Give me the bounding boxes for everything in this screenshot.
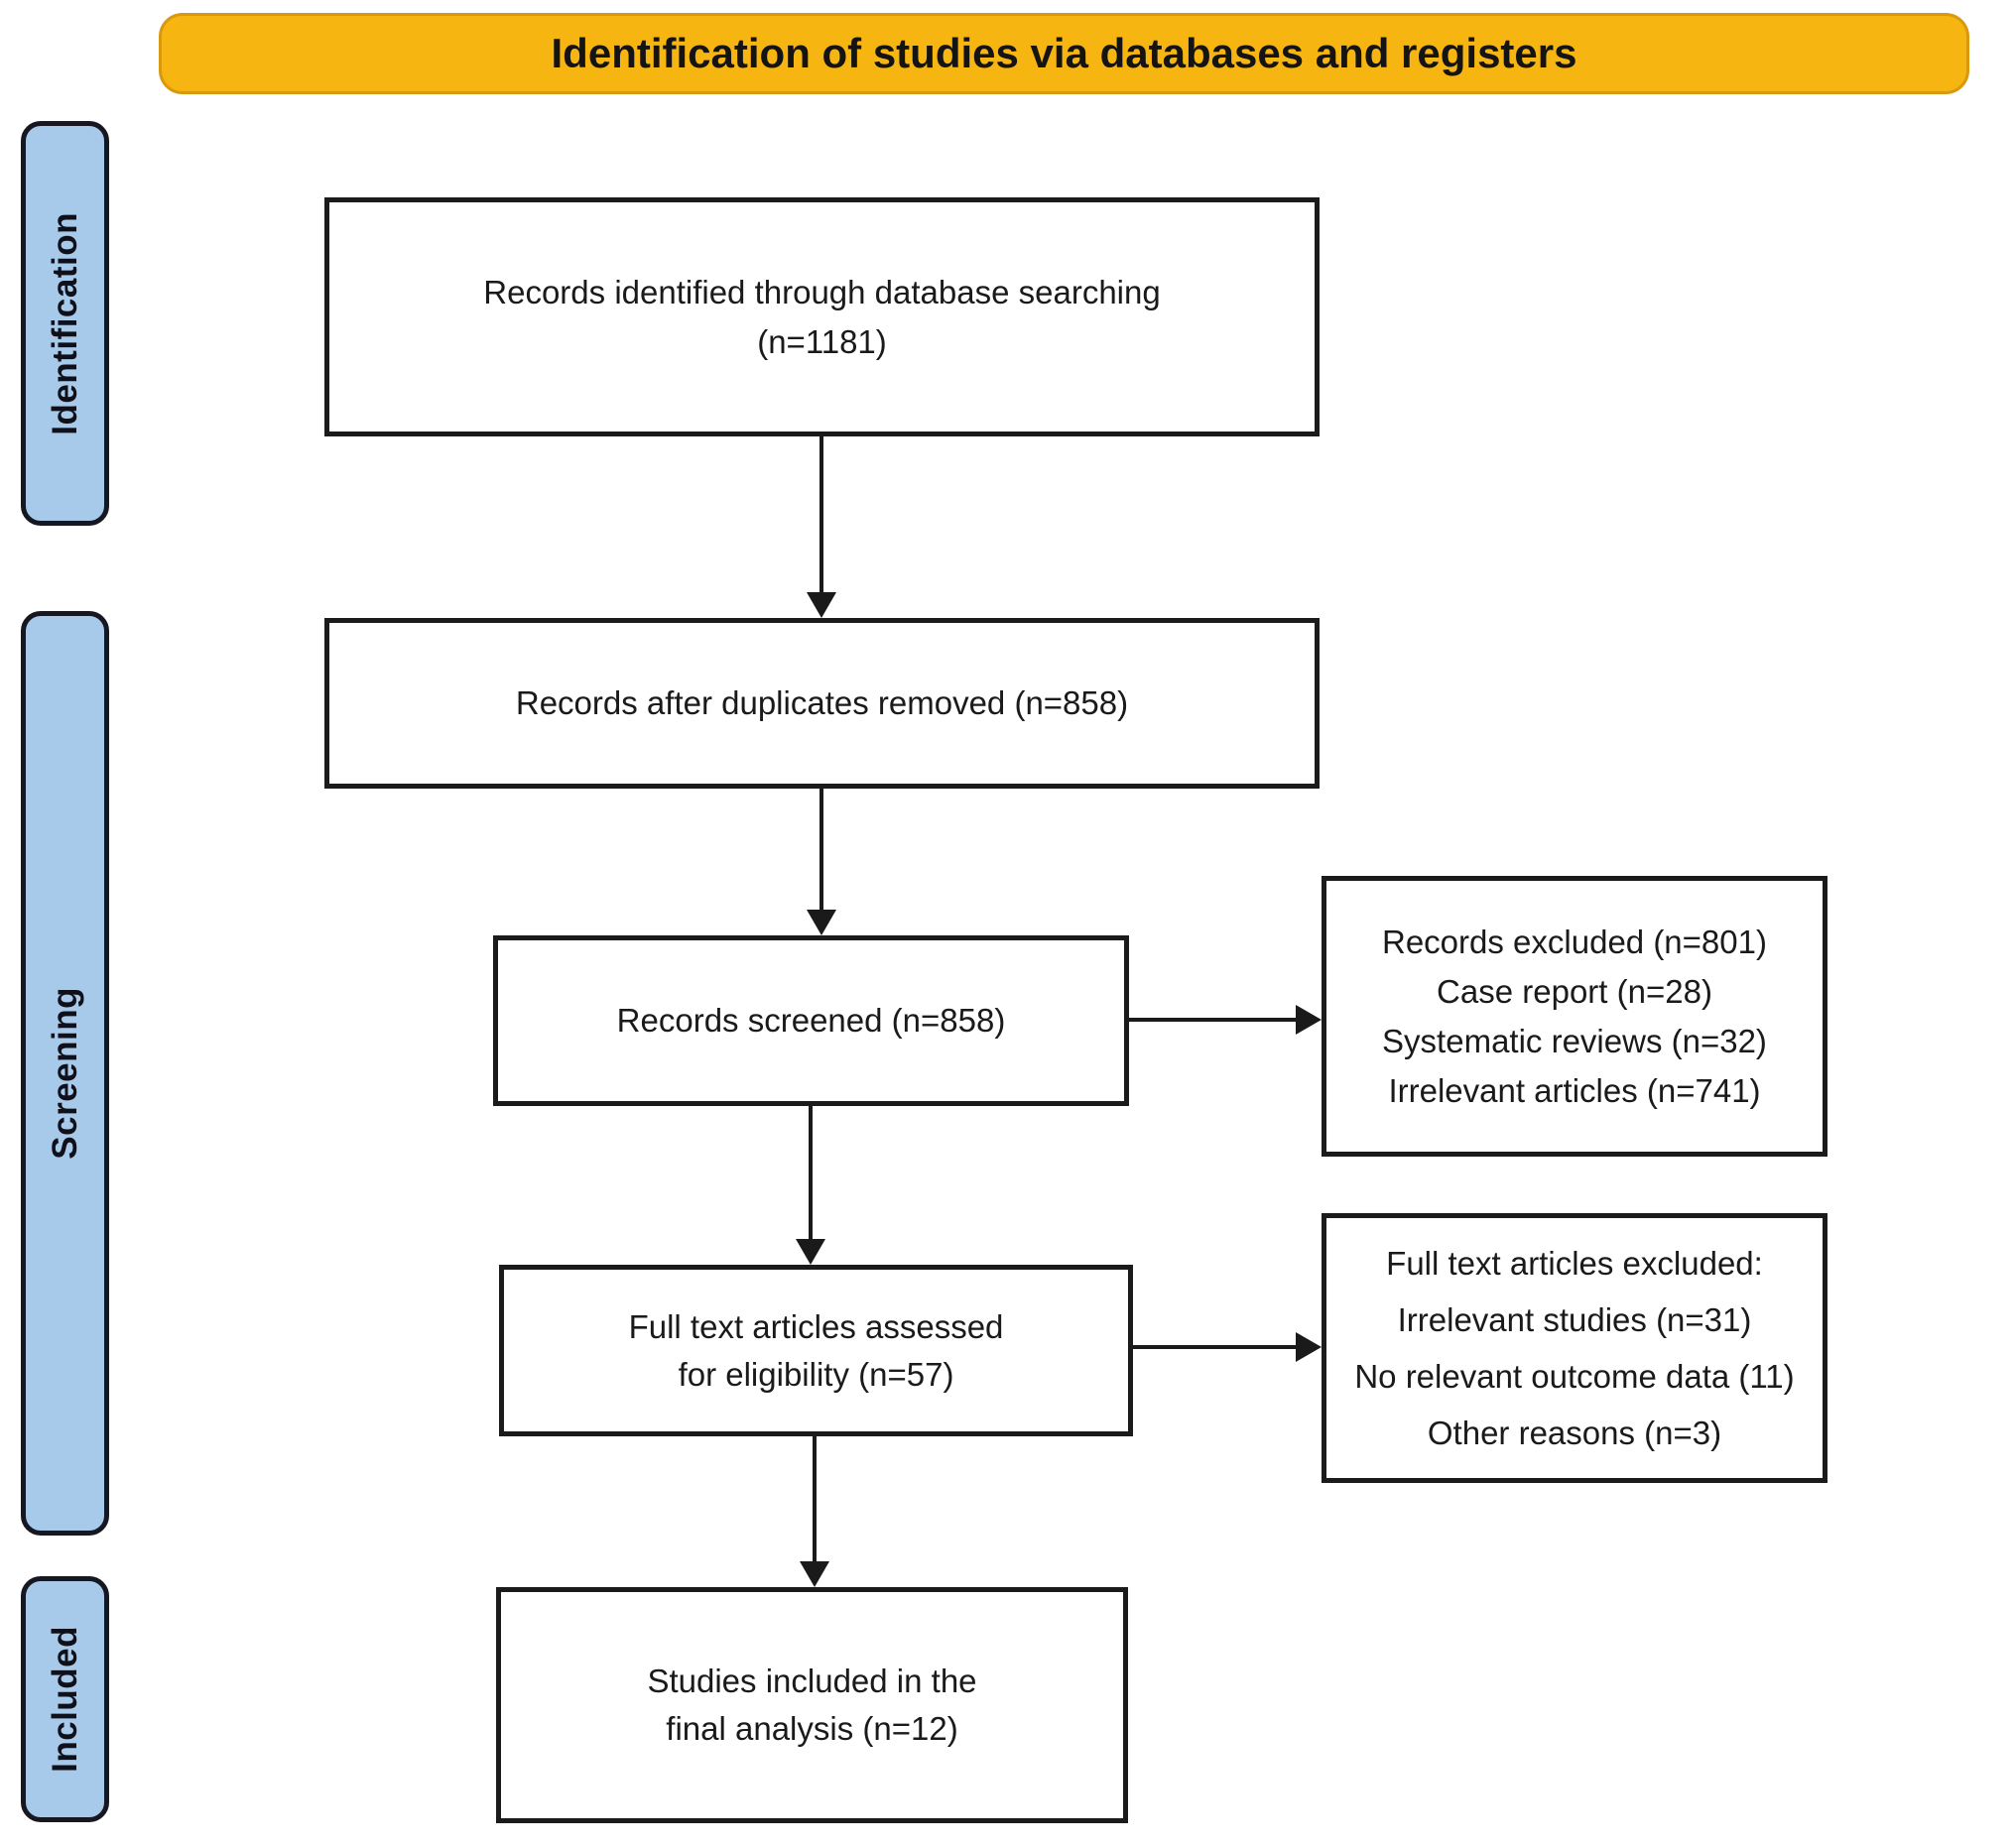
- box-text-line: Studies included in the: [647, 1663, 977, 1699]
- stage-label-text: Screening: [45, 987, 84, 1160]
- arrowhead-right-icon: [1296, 1332, 1322, 1362]
- box-text-line: for eligibility (n=57): [678, 1355, 954, 1393]
- down-arrow: [796, 1106, 825, 1265]
- arrow-shaft: [819, 436, 823, 594]
- box-text-line: Systematic reviews (n=32): [1382, 1022, 1767, 1059]
- arrowhead-right-icon: [1296, 1005, 1322, 1035]
- arrow-shaft: [1129, 1018, 1298, 1022]
- box-text-line: final analysis (n=12): [666, 1710, 958, 1747]
- stage-label-included: Included: [21, 1576, 109, 1822]
- stage-label-text: Identification: [45, 211, 84, 435]
- down-arrow: [800, 1436, 829, 1587]
- exclusion-box-records-excluded: Records excluded (n=801) Case report (n=…: [1322, 876, 1827, 1157]
- arrow-shaft: [813, 1436, 817, 1563]
- arrowhead-down-icon: [800, 1561, 829, 1587]
- header-title: Identification of studies via databases …: [551, 30, 1577, 76]
- exclusion-box-fulltext-excluded: Full text articles excluded: Irrelevant …: [1322, 1213, 1827, 1483]
- box-text-line: Records screened (n=858): [616, 1002, 1006, 1039]
- box-text-line: Records excluded (n=801): [1382, 923, 1767, 960]
- arrowhead-down-icon: [807, 910, 836, 935]
- flow-box-duplicates-removed: Records after duplicates removed (n=858): [324, 618, 1320, 789]
- box-text-line: Full text articles excluded:: [1386, 1245, 1763, 1282]
- arrow-shaft: [1133, 1345, 1298, 1349]
- box-text-line: Irrelevant articles (n=741): [1388, 1071, 1761, 1109]
- right-arrow: [1129, 1005, 1322, 1035]
- box-text-line: Full text articles assessed: [628, 1307, 1004, 1345]
- arrowhead-down-icon: [807, 592, 836, 618]
- box-text-line: Records identified through database sear…: [483, 273, 1161, 310]
- box-text-line: Records after duplicates removed (n=858): [515, 684, 1129, 721]
- stage-label-text: Included: [45, 1626, 84, 1773]
- arrow-shaft: [819, 789, 823, 912]
- arrowhead-down-icon: [796, 1239, 825, 1265]
- box-text-line: Case report (n=28): [1437, 972, 1712, 1010]
- flow-box-records-screened: Records screened (n=858): [493, 935, 1129, 1106]
- box-text-line: No relevant outcome data (11): [1354, 1358, 1795, 1395]
- stage-label-identification: Identification: [21, 121, 109, 526]
- down-arrow: [807, 789, 836, 935]
- flow-box-fulltext-assessed: Full text articles assessed for eligibil…: [499, 1265, 1133, 1436]
- stage-label-screening: Screening: [21, 611, 109, 1536]
- arrow-shaft: [809, 1106, 813, 1241]
- box-text-line: Other reasons (n=3): [1427, 1415, 1722, 1451]
- box-text-line: (n=1181): [757, 322, 887, 360]
- flow-box-studies-included: Studies included in the final analysis (…: [496, 1587, 1128, 1823]
- box-text-line: Irrelevant studies (n=31): [1397, 1301, 1752, 1338]
- down-arrow: [807, 436, 836, 618]
- flow-box-records-identified: Records identified through database sear…: [324, 197, 1320, 436]
- right-arrow: [1133, 1332, 1322, 1362]
- header-banner: Identification of studies via databases …: [159, 13, 1969, 94]
